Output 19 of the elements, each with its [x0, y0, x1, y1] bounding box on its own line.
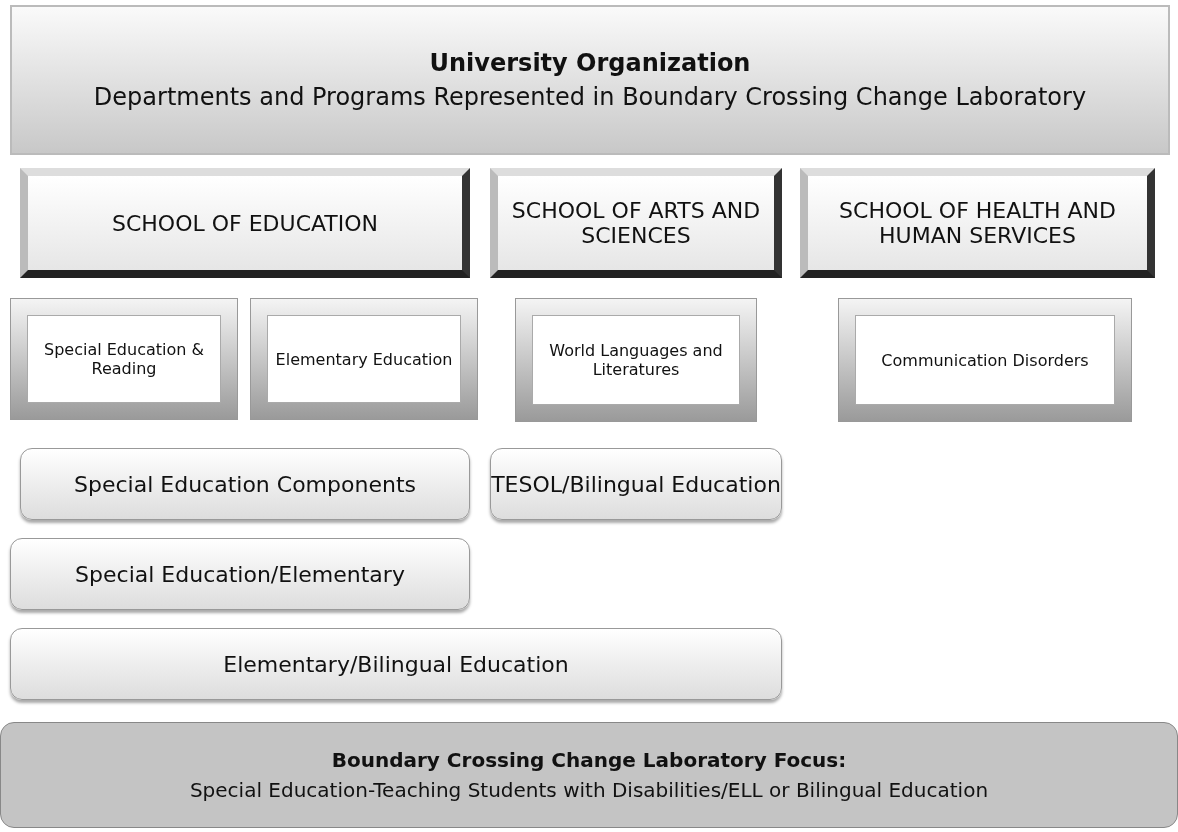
department-box: [250, 298, 478, 420]
department-name: Elementary Education: [267, 315, 461, 403]
department-box: [10, 298, 238, 420]
banner-heading: Boundary Crossing Change Laboratory Focus:: [331, 748, 847, 772]
banner-subtitle: Departments and Programs Represented in Boundary Crossing Change Laboratory: [93, 83, 1087, 111]
school-box: SCHOOL OF HEALTH AND HUMAN SERVICES: [800, 168, 1155, 278]
school-box: SCHOOL OF ARTS AND SCIENCES: [490, 168, 782, 278]
program-box: Special Education Components: [20, 448, 470, 520]
program-box: Special Education/Elementary: [10, 538, 470, 610]
banner-heading: University Organization: [429, 49, 751, 77]
program-box: TESOL/Bilingual Education: [490, 448, 782, 520]
department-name: Communication Disorders: [855, 315, 1115, 405]
program-box: Elementary/Bilingual Education: [10, 628, 782, 700]
department-name: World Languages and Literatures: [532, 315, 740, 405]
department-box: [515, 298, 757, 422]
school-box: SCHOOL OF EDUCATION: [20, 168, 470, 278]
banner-subtitle: Special Education-Teaching Students with Disabilities/ELL or Bilingual Education: [189, 778, 989, 802]
department-name: Special Education & Reading: [27, 315, 221, 403]
department-box: [838, 298, 1132, 422]
